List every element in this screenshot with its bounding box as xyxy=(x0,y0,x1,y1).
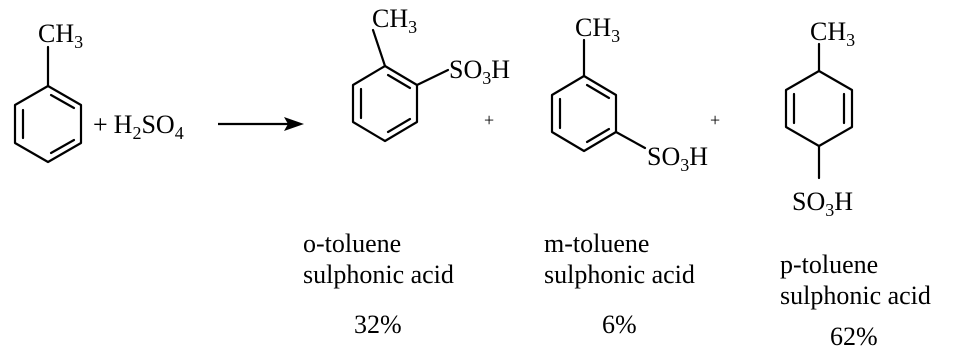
ortho-ring xyxy=(351,64,419,143)
meta-double-bond-2 xyxy=(585,83,611,100)
meta-sulfonic-label: SO3H xyxy=(647,142,708,175)
meta-sulfonic-bond xyxy=(614,130,647,150)
para-yield: 62% xyxy=(830,322,878,349)
meta-name-line2: sulphonic acid xyxy=(544,260,695,289)
meta-yield: 6% xyxy=(602,310,637,339)
ortho-methyl-bond xyxy=(371,28,387,68)
ortho-double-bond-2 xyxy=(386,117,412,134)
toluene-methyl-label: CH3 xyxy=(38,19,83,52)
meta-name-line1: m-toluene xyxy=(544,229,649,258)
meta-product-structure: CH3 SO3H xyxy=(550,13,708,175)
toluene-double-bond-3 xyxy=(49,138,76,155)
reagent-formula: +H2SO4 xyxy=(93,110,184,143)
ortho-name-line1: o-toluene xyxy=(303,229,401,258)
para-name-line1: p-toluene xyxy=(780,250,878,279)
toluene-structure: CH3 xyxy=(13,19,83,164)
para-methyl-label: CH3 xyxy=(810,17,855,50)
ortho-sulfonic-bond xyxy=(415,68,450,87)
ortho-methyl-label: CH3 xyxy=(372,4,417,37)
para-ring xyxy=(784,69,854,148)
reaction-arrow xyxy=(218,117,304,131)
meta-ring xyxy=(550,74,618,153)
para-product-structure: CH3 SO3H xyxy=(784,17,855,220)
ortho-yield: 32% xyxy=(354,310,402,339)
para-sulfonic-label: SO3H xyxy=(792,187,853,220)
ortho-name-line2: sulphonic acid xyxy=(303,260,454,289)
ortho-sulfonic-label: SO3H xyxy=(449,55,510,88)
toluene-ring xyxy=(13,84,83,164)
toluene-double-bond-2 xyxy=(49,93,76,110)
para-name-line2: sulphonic acid xyxy=(780,281,931,310)
plus-sign-2: + xyxy=(710,110,720,130)
arrow-head-icon xyxy=(284,117,304,131)
meta-double-bond-3 xyxy=(585,127,611,144)
ortho-double-bond-3 xyxy=(386,73,412,90)
meta-methyl-label: CH3 xyxy=(575,13,620,46)
plus-sign-1: + xyxy=(484,110,494,130)
ortho-product-structure: CH3 SO3H xyxy=(351,4,510,143)
